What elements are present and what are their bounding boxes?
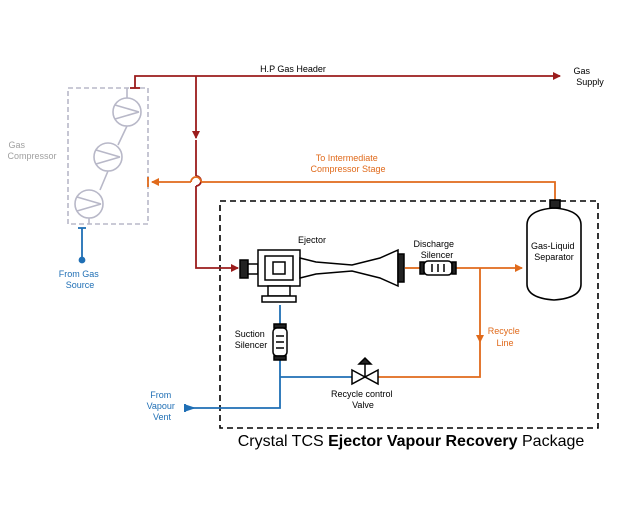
- ejector-label: Ejector: [298, 235, 326, 245]
- package-title-bold: Ejector Vapour Recovery: [328, 433, 518, 450]
- package-title-prefix: Crystal TCS: [238, 433, 328, 450]
- gas-liquid-separator: [526, 199, 582, 301]
- package-title: Crystal TCS Ejector Vapour Recovery Pack…: [238, 433, 585, 450]
- intermediate-stage-line: [147, 176, 556, 200]
- hp-gas-header-label: H.P Gas Header: [260, 64, 326, 74]
- gas-source-line: [78, 227, 86, 264]
- from-gas-source-label: From Gas Source: [59, 269, 102, 290]
- vapour-suction-line: [184, 305, 352, 412]
- from-vapour-vent-label: From Vapour Vent: [147, 390, 178, 422]
- separator-label: Gas-Liquid Separator: [531, 241, 577, 262]
- recycle-line: [378, 268, 484, 378]
- recycle-valve-label: Recycle control Valve: [331, 389, 395, 410]
- discharge-silencer-label: Discharge Silencer: [413, 239, 456, 260]
- vapour-vent-arrow: [184, 404, 196, 412]
- recycle-line-label: Recycle Line: [488, 326, 523, 348]
- ejector: [239, 248, 405, 303]
- package-title-suffix: Package: [518, 433, 585, 450]
- suction-silencer: [272, 323, 288, 361]
- hp-gas-header-line: [130, 72, 561, 272]
- suction-silencer-label: Suction Silencer: [235, 329, 268, 350]
- to-intermediate-label: To Intermediate Compressor Stage: [310, 153, 385, 174]
- discharge-silencer: [419, 260, 457, 276]
- gas-supply-label: Gas Supply: [573, 66, 604, 87]
- gas-compressor-label: Gas Compressor: [7, 140, 56, 161]
- package-boundary: [219, 200, 599, 429]
- gas-compressor: [67, 87, 149, 225]
- recycle-control-valve: [351, 356, 379, 386]
